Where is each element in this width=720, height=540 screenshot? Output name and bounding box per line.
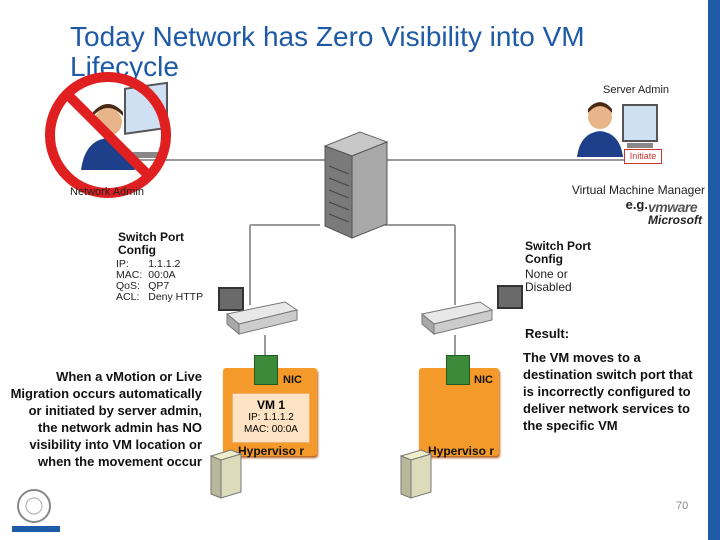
- vm-manager-eg: e.g.: [625, 197, 648, 212]
- monitor-icon: [622, 104, 658, 142]
- port-icon: [497, 285, 523, 309]
- vm1-title: VM 1: [256, 398, 285, 412]
- hypervisor-right-label: Hyperviso r: [427, 444, 495, 458]
- config-key: MAC:: [116, 269, 143, 281]
- port-icon: [218, 287, 244, 311]
- slide-edge-strip: [708, 0, 720, 540]
- microsoft-logo: Microsoft: [648, 213, 702, 227]
- table-row: MAC: 00:0A: [116, 270, 209, 281]
- server-admin-label: Server Admin: [603, 84, 670, 96]
- config-key: IP:: [116, 258, 129, 270]
- left-port-config-table: IP: 1.1.1.2 MAC: 00:0A QoS: QP7 ACL: Deny HT…: [116, 259, 209, 303]
- vm1-box: VM 1 IP: 1.1.1.2 MAC: 00:0A: [232, 393, 310, 443]
- hypervisor-left-label: Hyperviso r: [237, 444, 305, 458]
- result-title: Result:: [525, 326, 570, 341]
- core-switch-icon: [323, 131, 389, 239]
- table-row: IP: 1.1.1.2: [116, 259, 209, 270]
- company-logo-icon: [12, 489, 60, 532]
- person-head-icon: [588, 105, 612, 129]
- config-value: 1.1.1.2: [148, 258, 181, 270]
- nic-label: NIC: [283, 374, 302, 386]
- right-port-config-line-1: None or: [525, 267, 568, 281]
- right-port-config-title: Switch Port Config: [525, 239, 592, 266]
- vm1-ip: IP: 1.1.1.2: [248, 412, 294, 423]
- initiate-badge: Initiate: [624, 149, 662, 164]
- prohibit-icon: [45, 72, 171, 198]
- right-port-config-line-2: Disabled: [525, 280, 572, 294]
- server-tower-left-icon: [209, 449, 243, 499]
- server-admin-figure: [577, 102, 658, 157]
- vmotion-explanation: When a vMotion or Live Migration occurs …: [10, 369, 202, 469]
- access-switch-left-icon: [225, 301, 299, 336]
- vmware-logo: vmware: [648, 199, 698, 215]
- page-number: 70: [676, 500, 689, 512]
- table-row: ACL: Deny HTTP: [116, 292, 209, 303]
- table-row: QoS: QP7: [116, 281, 209, 292]
- result-text: The VM moves to a destination switch por…: [523, 350, 693, 433]
- config-key: ACL:: [116, 291, 140, 303]
- nic-card-icon: [254, 355, 278, 385]
- server-tower-right-icon: [399, 449, 433, 499]
- config-key: QoS:: [116, 280, 140, 292]
- network-admin-label: Network Admin: [70, 186, 144, 198]
- config-value: QP7: [148, 280, 170, 292]
- vm1-mac: MAC: 00:0A: [244, 424, 298, 435]
- vm-manager-label: Virtual Machine Manager: [571, 183, 705, 197]
- person-body-icon: [577, 131, 623, 157]
- config-value: Deny HTTP: [148, 291, 204, 303]
- config-value: 00:0A: [148, 269, 176, 281]
- nic-label: NIC: [474, 374, 493, 386]
- nic-card-icon: [446, 355, 470, 385]
- left-port-config-title: Switch Port Config: [118, 230, 185, 257]
- access-switch-right-icon: [420, 301, 494, 336]
- network-admin-figure: [45, 72, 171, 198]
